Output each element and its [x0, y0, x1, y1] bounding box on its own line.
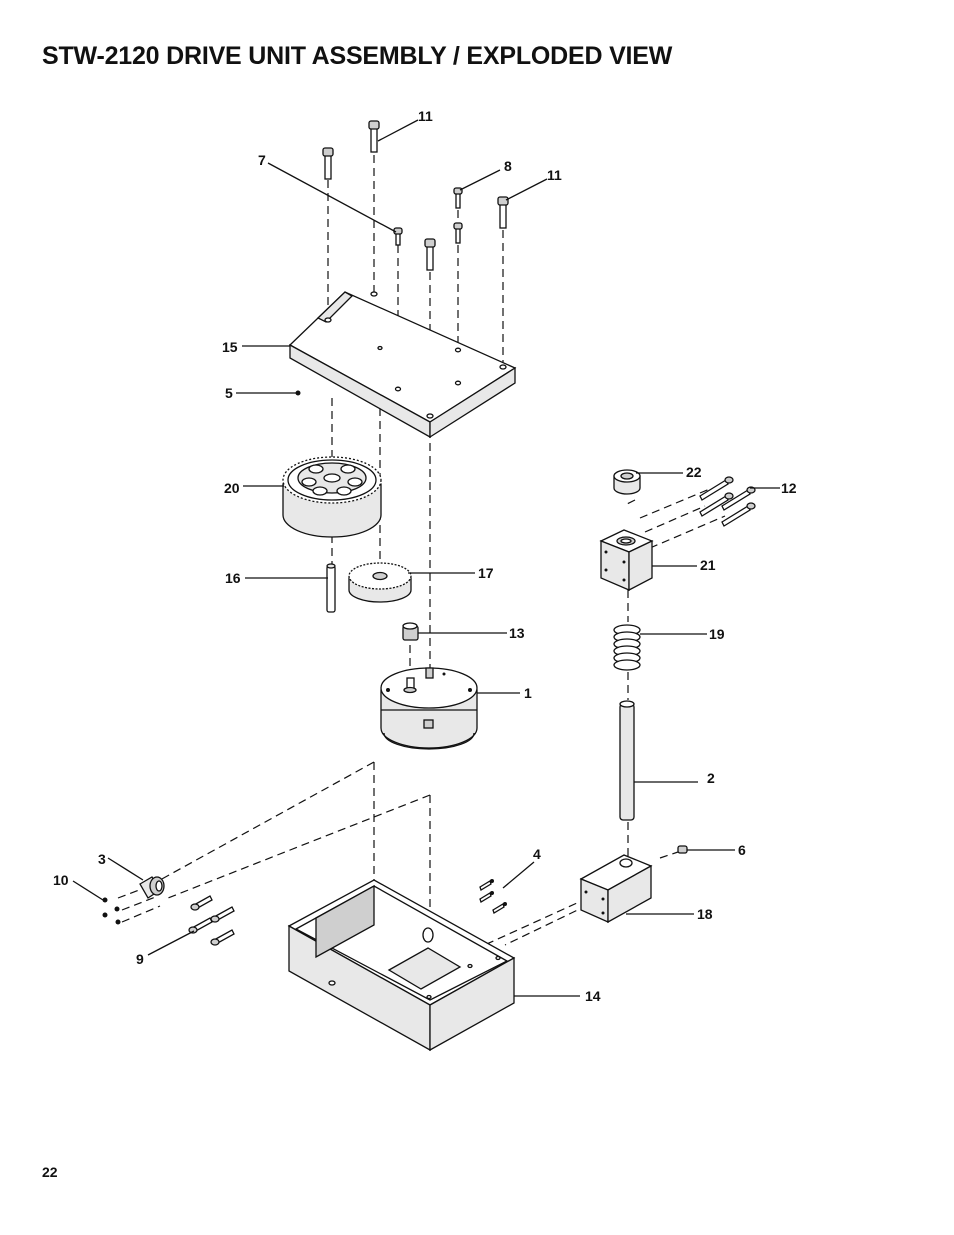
callout-18: 18: [697, 906, 713, 922]
cap-screws: [699, 476, 756, 527]
drive-motor: [380, 667, 478, 750]
small-screw-7: [393, 227, 403, 246]
housing-bolts: [188, 895, 235, 946]
lower-block: [579, 854, 653, 924]
set-screw: [295, 390, 301, 396]
callout-13: 13: [509, 625, 525, 641]
bushing: [613, 469, 641, 495]
leader-lines: [72, 119, 780, 997]
callout-1: 1: [524, 685, 532, 701]
callout-21: 21: [700, 557, 716, 573]
callout-22: 22: [686, 464, 702, 480]
callout-10: 10: [53, 872, 69, 888]
callout-11-right: 11: [547, 167, 562, 183]
socket-head-screw: [322, 147, 334, 180]
mounting-screws: [479, 879, 507, 914]
callout-4: 4: [533, 846, 541, 862]
callout-16: 16: [225, 570, 241, 586]
callout-14: 14: [585, 988, 601, 1004]
socket-head-screw-right: [497, 196, 509, 229]
callout-12: 12: [781, 480, 797, 496]
callout-7: 7: [258, 152, 266, 168]
socket-head-screw-long: [368, 120, 380, 153]
callout-3: 3: [98, 851, 106, 867]
callout-15: 15: [222, 339, 238, 355]
small-screw-8a: [453, 187, 463, 209]
dowel-pin: [326, 563, 336, 613]
planetary-gear-housing: [282, 456, 382, 538]
small-screw-8b: [453, 222, 463, 244]
callout-labels: 11 7 8 11 15 5 20 22 12 21 16 17 13 19 1…: [53, 108, 797, 1004]
callout-2: 2: [707, 770, 715, 786]
base-housing: [287, 879, 516, 1052]
callout-11-top: 11: [418, 108, 433, 124]
socket-head-screw-center: [424, 238, 436, 271]
compression-spring: [613, 624, 641, 671]
page-number: 22: [42, 1164, 58, 1180]
page-title: STW-2120 DRIVE UNIT ASSEMBLY / EXPLODED …: [42, 42, 673, 70]
connector-screws: [102, 897, 121, 925]
callout-17: 17: [478, 565, 494, 581]
spur-gear: [348, 562, 412, 603]
callout-8: 8: [504, 158, 512, 174]
callout-19: 19: [709, 626, 725, 642]
bearing-block: [599, 529, 654, 592]
shaft: [619, 700, 635, 821]
pinion-gear: [402, 622, 419, 641]
callout-20: 20: [224, 480, 240, 496]
power-connector: [139, 876, 165, 899]
callout-6: 6: [738, 842, 746, 858]
callout-9: 9: [136, 951, 144, 967]
shaft-set-screw: [677, 845, 688, 854]
top-plate: [288, 291, 517, 439]
callout-5: 5: [225, 385, 233, 401]
